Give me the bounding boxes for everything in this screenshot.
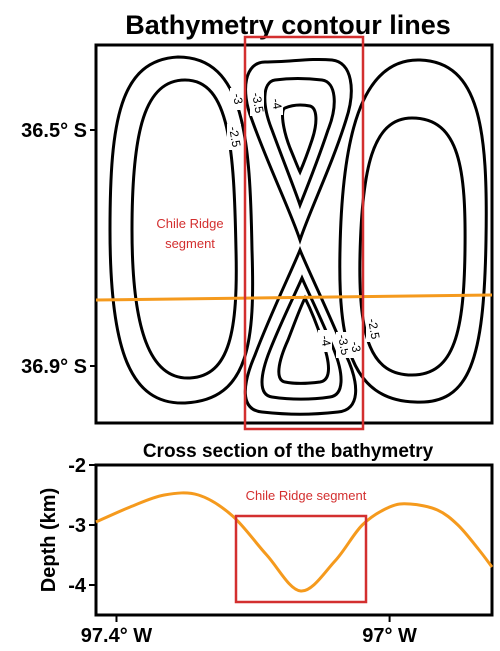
map-ridge-box — [243, 35, 365, 431]
ridge-contour-outer-top — [244, 57, 353, 245]
contour-label-bottom-1: -4 — [318, 334, 334, 347]
contour-label-top-4: -2.5 — [226, 125, 243, 148]
chart-x-tick-label: 97° W — [362, 625, 417, 647]
chart-x-tick-label: 97.4° W — [81, 625, 152, 647]
map-y-tick-label-2: 36.9° S — [21, 356, 87, 378]
chart-y-tick-label: -2 — [68, 455, 86, 477]
map-ridge-label-line1: Chile Ridge — [156, 216, 223, 231]
map-title: Bathymetry contour lines — [125, 10, 451, 40]
chart-y-label: Depth (km) — [38, 488, 60, 592]
right-outer-contour — [338, 58, 488, 404]
contour-label-top-1: -4 — [269, 97, 285, 110]
map-frame — [94, 43, 494, 425]
contour-label-bottom-3: -3 — [348, 340, 364, 353]
chart-frame — [94, 463, 494, 617]
contour-labels: -4 -3.5 -3 -2.5 -4 -3.5 -3 -2.5 — [226, 88, 383, 358]
ridge-contour-mid-bottom — [260, 274, 343, 401]
map-ridge-label-bg — [150, 212, 230, 252]
profile-line — [95, 491, 494, 593]
chart-ridge-label: Chile Ridge segment — [246, 488, 367, 503]
right-inner-contour — [358, 116, 467, 377]
chart-y-tick-label: -4 — [68, 575, 87, 597]
ridge-contour-mid-top — [263, 77, 336, 210]
chart-axes: -2 -3 -4 97.4° W 97° W — [68, 455, 417, 647]
ridge-contour-inner-top — [281, 103, 318, 176]
ridge-contour-inner-bottom — [277, 294, 330, 385]
cross-section-line — [95, 293, 493, 302]
chart-ridge-box — [234, 514, 368, 604]
contour-label-top-3: -3 — [230, 92, 246, 105]
chart-title: Cross section of the bathymetry — [143, 441, 434, 462]
ridge-contour-outer-bottom — [243, 245, 358, 416]
map-ridge-label-line2: segment — [165, 236, 215, 251]
chart-y-tick-label: -3 — [68, 515, 86, 537]
contour-label-top-2: -3.5 — [249, 91, 266, 114]
left-inner-contour — [130, 78, 238, 380]
map-y-tick-label-1: 36.5° S — [21, 120, 87, 142]
contour-label-bottom-4: -2.5 — [365, 317, 382, 340]
